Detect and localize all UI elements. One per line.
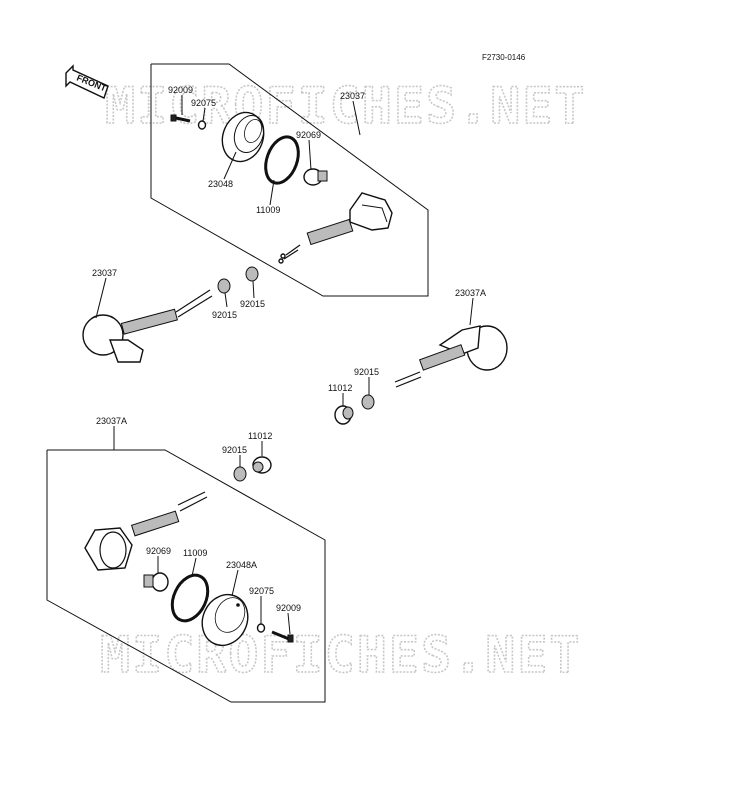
callout-92009-lower: 92009 <box>276 603 301 613</box>
washer-92075-lower <box>256 623 266 633</box>
callout-11012-right: 11012 <box>328 383 352 393</box>
callout-23048: 23048 <box>208 179 233 189</box>
callout-92009-top: 92009 <box>168 85 193 95</box>
turn-signal-23037-top <box>278 192 393 264</box>
callout-11009-top: 11009 <box>256 205 280 215</box>
callout-11012-lower: 11012 <box>248 431 272 441</box>
front-arrow-icon: FRONT <box>65 64 109 99</box>
grommet-92015-a <box>217 278 231 294</box>
callout-92069-top: 92069 <box>296 130 321 140</box>
callout-92015-c: 92015 <box>354 367 379 377</box>
turn-signal-23037A-lower <box>84 491 208 571</box>
callout-92069-lower: 92069 <box>146 546 171 556</box>
callout-92015-b: 92015 <box>240 299 265 309</box>
figure-reference: F2730-0146 <box>482 53 526 62</box>
watermark-top: MICROFICHES.NET <box>105 77 587 135</box>
callout-23048A: 23048A <box>226 560 257 570</box>
callout-23037A-box: 23037A <box>96 416 127 426</box>
leader-lines <box>95 95 474 635</box>
callout-92015-a: 92015 <box>212 310 237 320</box>
screw-92009-lower <box>271 630 294 643</box>
washer-92075-top <box>197 120 207 130</box>
gasket-11009-lower <box>170 573 210 623</box>
top-assembly-box <box>150 63 429 297</box>
callout-23037-box: 23037 <box>340 91 365 101</box>
grommet-92015-b <box>245 266 259 282</box>
lens-23048 <box>221 111 265 163</box>
cap-11012-right <box>334 405 354 425</box>
turn-signal-23037-left <box>82 289 213 363</box>
grommet-92015-c <box>361 394 375 410</box>
turn-signal-23037A-right <box>394 325 508 388</box>
callout-23037-left: 23037 <box>92 268 117 278</box>
bottom-assembly-box <box>46 449 326 703</box>
gasket-11009-top <box>264 135 300 185</box>
watermark-bottom: MICROFICHES.NET <box>100 626 582 684</box>
screw-92009-top <box>170 114 191 123</box>
callout-11009-lower: 11009 <box>183 548 207 558</box>
grommet-92015-d <box>233 466 247 482</box>
bulb-92069-top <box>303 168 328 186</box>
callout-92075-lower: 92075 <box>249 586 274 596</box>
callout-92075-top: 92075 <box>191 98 216 108</box>
callout-92015-d: 92015 <box>222 445 247 455</box>
bulb-92069-lower <box>143 572 169 592</box>
cap-11012-lower <box>252 456 272 474</box>
callout-23037A-right: 23037A <box>455 288 486 298</box>
lens-23048A <box>201 593 249 647</box>
